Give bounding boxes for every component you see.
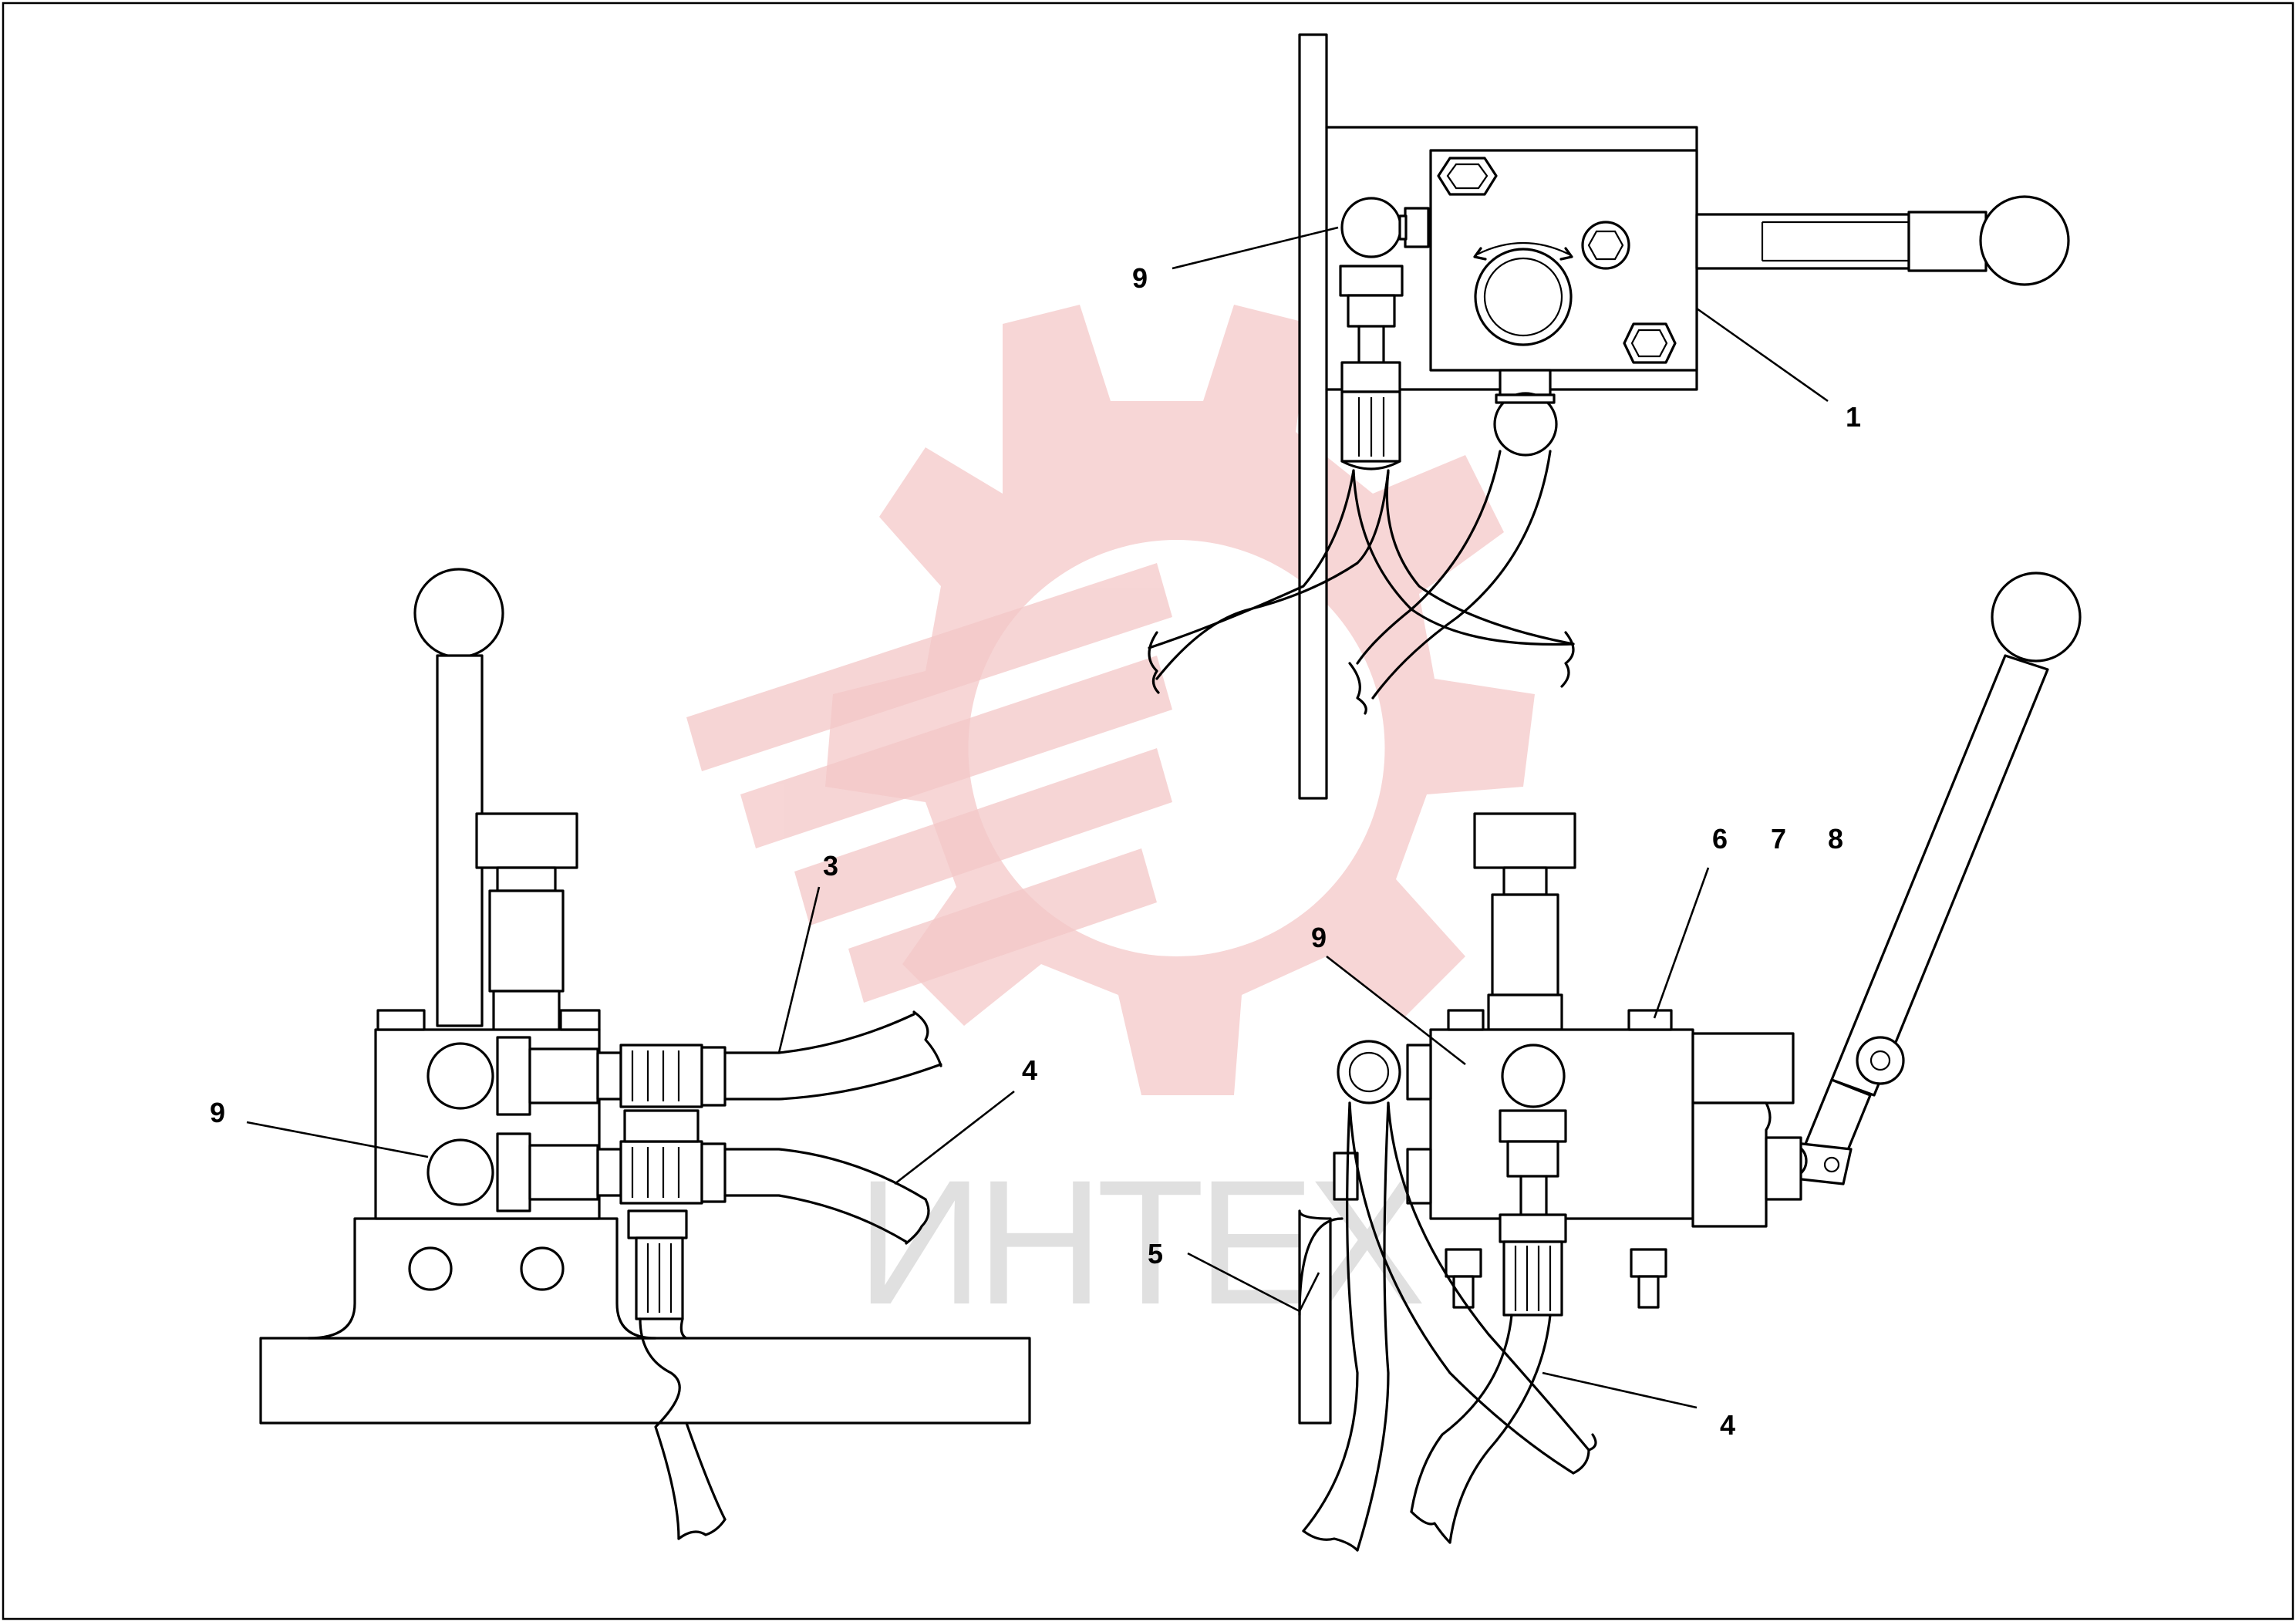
top-callout-1: 1 [1846,401,1861,433]
left-callout-9: 9 [210,1097,225,1128]
watermark-speed-stripes-icon [686,563,1172,1003]
top-callout-9: 9 [1132,262,1148,294]
left-view: 3 4 9 [210,568,1037,1540]
left-callout-4: 4 [1022,1054,1037,1086]
top-mounting-plate [1298,33,1328,800]
right-callout-6: 6 [1712,823,1728,855]
right-callout-8: 8 [1828,823,1843,855]
right-callout-9: 9 [1311,922,1327,953]
left-callout-3: 3 [823,850,838,882]
top-view: 9 1 [1132,33,2070,800]
right-callout-7: 7 [1771,823,1786,855]
top-lever-ball [1979,195,2070,286]
left-lever-ball [413,568,504,659]
right-view: 5 4 9 6 7 8 [1148,572,2082,1552]
right-callout-5: 5 [1148,1238,1163,1270]
right-lever-ball [1991,572,2082,663]
right-callout-4: 4 [1720,1409,1735,1441]
